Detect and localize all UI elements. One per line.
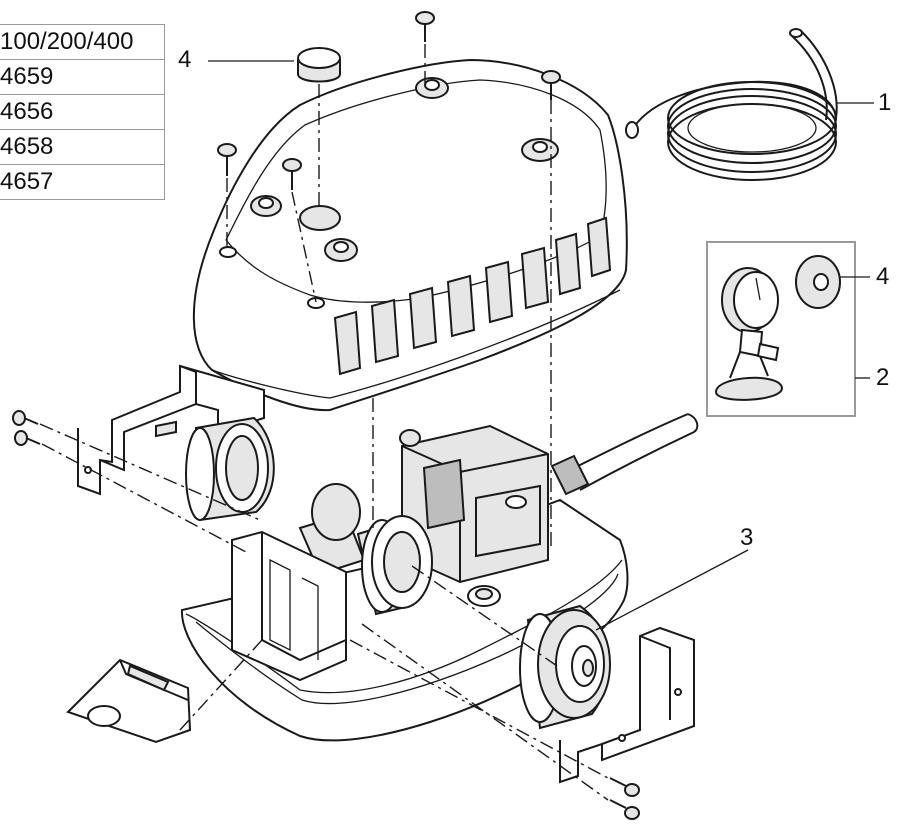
- callout-label: 4: [876, 263, 890, 290]
- screw-icon: [415, 11, 435, 42]
- screw-icon: [609, 777, 640, 820]
- assembly-guide-lines: [39, 44, 609, 801]
- screw-icon: [282, 158, 302, 190]
- screw-icon: [541, 70, 561, 100]
- rubber-foot: [66, 658, 192, 744]
- callout-label: 3: [740, 524, 754, 551]
- air-hose-coil: [625, 28, 838, 181]
- power-cable: [550, 413, 699, 496]
- diaphragm-bellows-left: [185, 416, 275, 522]
- table-cell: 4657: [0, 164, 165, 200]
- rubber-cap: [297, 47, 341, 83]
- table-row: 4659: [0, 59, 165, 95]
- table-cell: 100/200/400: [0, 24, 165, 60]
- leader-line: [595, 549, 749, 631]
- table-cell: 4656: [0, 94, 165, 130]
- diaphragm-center: [356, 515, 433, 616]
- table-row: 4657: [0, 164, 165, 200]
- table-row: 4656: [0, 94, 165, 130]
- manometer-kit: [706, 241, 856, 417]
- screw-icon: [12, 410, 41, 446]
- diaphragm-part-3: [519, 604, 611, 730]
- callout-label: 4: [178, 46, 192, 73]
- mounting-plate: [231, 530, 501, 682]
- table-cell: 4659: [0, 59, 165, 95]
- top-cover: [192, 58, 628, 412]
- screw-icon: [217, 143, 237, 176]
- parts-number-table: 100/200/400 4659 4656 4658 4657: [0, 24, 165, 200]
- mounting-bracket-left: [77, 364, 265, 496]
- callout-label: 1: [878, 89, 892, 116]
- callout-label: 2: [876, 364, 890, 391]
- table-row: 100/200/400: [0, 24, 165, 60]
